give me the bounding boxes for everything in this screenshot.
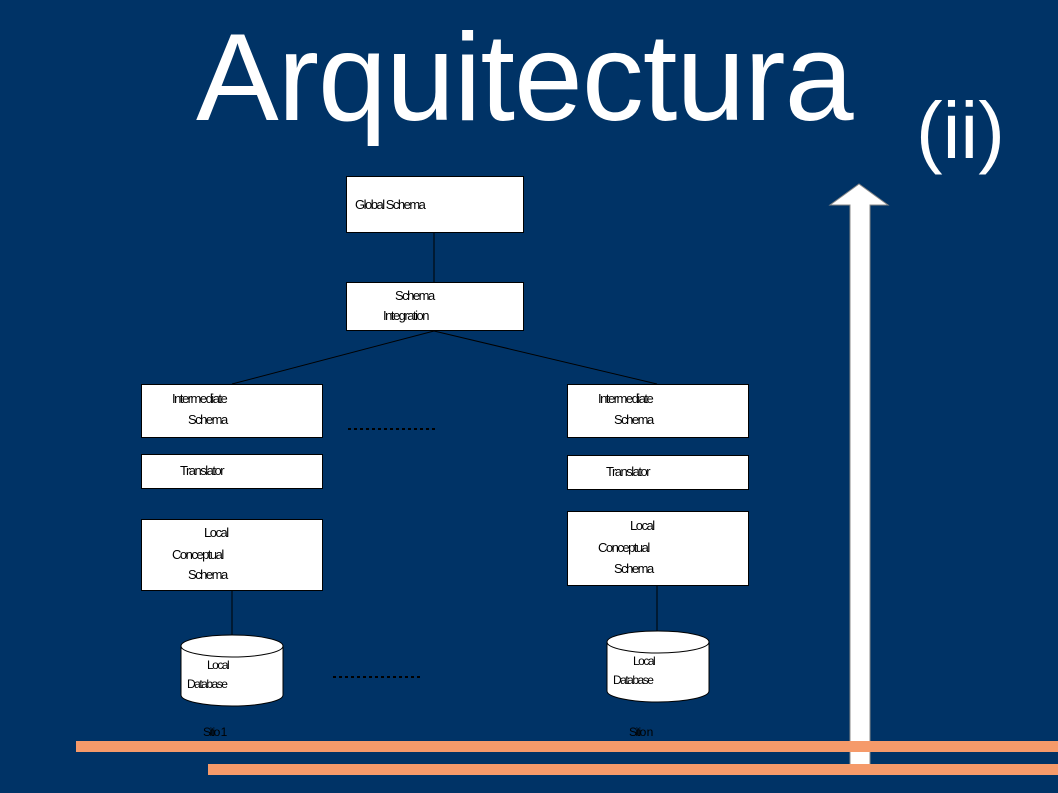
right-intermediate-schema-box: Intermediate Schema: [567, 384, 749, 438]
right-database-label-line1: Local: [633, 654, 656, 668]
schema-integration-label-line2: Integration: [383, 308, 429, 323]
up-arrow-icon: [828, 183, 890, 768]
slide-subtitle: (ii): [916, 86, 1005, 175]
left-lcs-label-line1: Local: [204, 525, 229, 540]
right-translator-label: Translator: [606, 464, 651, 479]
left-site-label: Sitio 1: [203, 725, 227, 739]
right-database-label-line2: Database: [613, 673, 654, 687]
global-schema-box: Global Schema: [346, 176, 524, 233]
right-intermediate-label-line2: Schema: [614, 412, 654, 427]
left-database-label-line1: Local: [207, 658, 230, 672]
left-lcs-label-line2: Conceptual: [172, 547, 224, 562]
right-intermediate-label-line1: Intermediate: [598, 391, 654, 406]
right-lcs-label-line3: Schema: [614, 561, 654, 576]
left-database-cylinder: [180, 634, 284, 707]
left-intermediate-schema-box: Intermediate Schema: [141, 384, 323, 438]
left-intermediate-label-line2: Schema: [188, 412, 228, 427]
slide-title: Arquitectura: [196, 9, 854, 147]
left-translator-box: Translator: [141, 454, 323, 489]
left-intermediate-label-line1: Intermediate: [172, 391, 228, 406]
right-translator-box: Translator: [567, 455, 749, 490]
accent-bar-top: [76, 741, 1058, 752]
left-translator-label: Translator: [180, 463, 225, 478]
right-database-cylinder: [606, 630, 710, 703]
left-database-label-line2: Database: [187, 677, 228, 691]
global-schema-label: Global Schema: [355, 197, 426, 212]
left-local-conceptual-schema-box: Local Conceptual Schema: [141, 519, 323, 591]
schema-integration-box: Schema Integration: [346, 282, 524, 331]
right-local-conceptual-schema-box: Local Conceptual Schema: [567, 511, 749, 586]
right-site-label: Sitio n: [629, 725, 653, 739]
left-lcs-label-line3: Schema: [188, 567, 228, 582]
right-lcs-label-line1: Local: [630, 518, 655, 533]
right-lcs-label-line2: Conceptual: [598, 540, 650, 555]
accent-bar-bottom: [208, 764, 1058, 775]
schema-integration-label-line1: Schema: [395, 288, 435, 303]
